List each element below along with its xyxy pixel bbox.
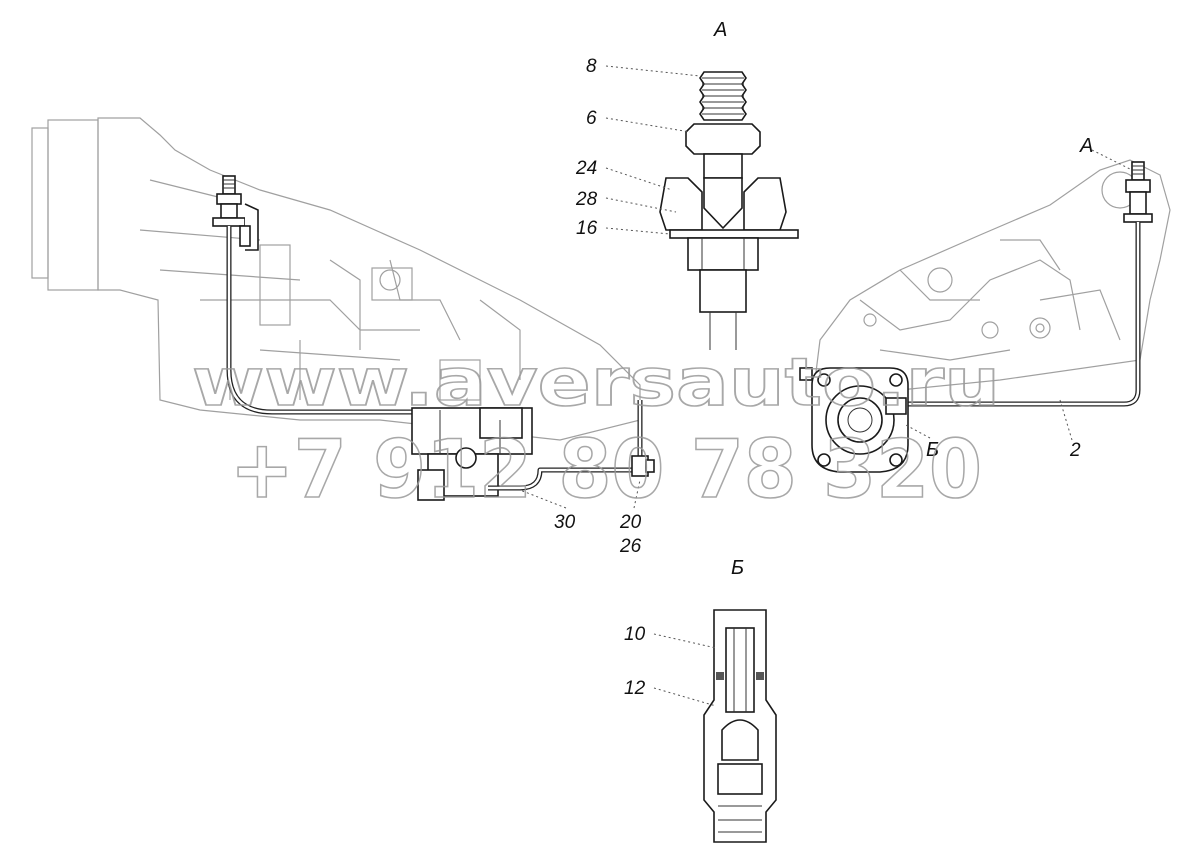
callout-12: 12 [624, 678, 646, 699]
callout-10: 10 [624, 624, 646, 645]
valve-assembly [411, 407, 533, 501]
watermark-phone: +7 912 80 78 320 [230, 423, 982, 516]
callout-2: 2 [1069, 440, 1081, 461]
pump-housing [799, 367, 909, 473]
view-a-title: А [713, 19, 727, 41]
callout-6: 6 [586, 108, 597, 129]
callout-8: 8 [586, 56, 597, 77]
detail-view-b [703, 609, 777, 843]
main-a-label: А [1079, 135, 1093, 157]
watermark-site: www.aversauto.ru [192, 344, 1000, 421]
callout-30: 30 [554, 512, 576, 533]
right-pipe-fitting [1123, 161, 1153, 223]
callout-28: 28 [575, 189, 598, 210]
main-b-label: Б [926, 439, 939, 461]
detail-view-a [659, 71, 799, 350]
callout-20: 20 [619, 512, 642, 533]
callout-26: 26 [619, 536, 642, 557]
left-pipe-fitting [212, 175, 259, 251]
callout-16: 16 [576, 218, 598, 239]
callout-24: 24 [575, 158, 597, 179]
view-b-title: Б [731, 557, 744, 579]
small-fitting [631, 455, 655, 477]
leader-lines [519, 65, 1133, 707]
